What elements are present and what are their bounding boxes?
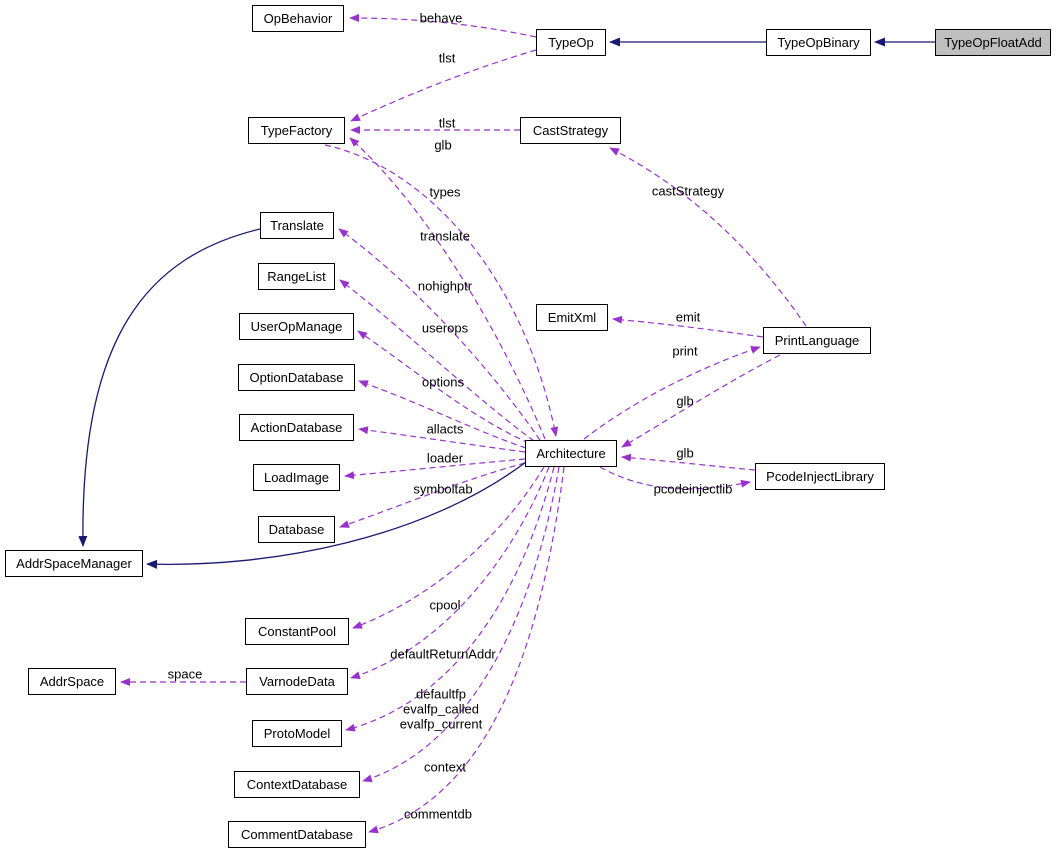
edge-cpool — [352, 466, 545, 629]
edge-label-allacts: allacts — [426, 421, 464, 437]
edge-caststrategy — [609, 147, 807, 327]
node-typefactory[interactable]: TypeFactory — [248, 117, 345, 144]
edge-symboltab — [339, 462, 526, 528]
edge-defaultfp — [345, 466, 555, 732]
edge-label-tlst-caststrategy: tlst — [438, 115, 456, 131]
edge-label-behave: behave — [419, 10, 463, 26]
edge-print — [583, 346, 761, 440]
edge-label-defaultreturnaddr: defaultReturnAddr — [390, 646, 496, 662]
edge-label-cpool: cpool — [429, 597, 461, 613]
edge-architecture-addrspacemanager — [146, 461, 527, 569]
edge-label-emit: emit — [675, 309, 701, 325]
node-typeop[interactable]: TypeOp — [536, 29, 606, 56]
edge-defaultreturnaddr — [350, 466, 550, 680]
node-commentdatabase[interactable]: CommentDatabase — [228, 821, 366, 848]
edge-label-userops: userops — [421, 320, 469, 336]
edge-translate — [338, 228, 541, 441]
edge-label-glb-printlanguage: glb — [676, 393, 694, 409]
node-protomodel[interactable]: ProtoModel — [252, 720, 342, 747]
edge-label-caststrategy: castStrategy — [651, 183, 725, 199]
edge-label-options: options — [422, 374, 464, 390]
edge-behave — [349, 14, 537, 38]
edge-label-context: context — [424, 759, 466, 775]
node-useropmanage[interactable]: UserOpManage — [239, 313, 354, 340]
edge-label-glb-pcodeinjectlibrary: glb — [676, 445, 694, 461]
edge-userops — [357, 330, 530, 444]
edge-label-space: space — [167, 666, 203, 682]
edge-label-symboltab: symboltab — [413, 481, 473, 497]
node-varnodedata[interactable]: VarnodeData — [246, 668, 348, 695]
edge-tlst-typeop — [350, 49, 537, 122]
node-database[interactable]: Database — [258, 516, 335, 543]
node-constantpool[interactable]: ConstantPool — [245, 618, 349, 645]
edge-label-print: print — [672, 343, 698, 359]
edge-glb-typefactory — [324, 144, 559, 437]
edge-translate-addrspacemanager — [78, 228, 261, 547]
node-typeopbinary[interactable]: TypeOpBinary — [766, 29, 871, 56]
edge-label-commentdb: commentdb — [404, 806, 472, 822]
edge-label-tlst-typeop: tlst — [438, 50, 456, 66]
edge-allacts — [358, 426, 526, 453]
node-opbehavior[interactable]: OpBehavior — [252, 5, 344, 32]
node-typeopfloatadd[interactable]: TypeOpFloatAdd — [935, 29, 1051, 56]
node-optiondatabase[interactable]: OptionDatabase — [238, 364, 355, 391]
node-actiondatabase[interactable]: ActionDatabase — [239, 414, 354, 441]
node-emitxml[interactable]: EmitXml — [536, 304, 608, 331]
edge-glb-printlanguage — [621, 354, 781, 448]
edge-label-loader: loader — [426, 450, 464, 466]
edge-label-nohighptr: nohighptr — [417, 278, 473, 294]
node-rangelist[interactable]: RangeList — [258, 263, 335, 290]
node-printlanguage[interactable]: PrintLanguage — [763, 327, 871, 354]
node-addrspace[interactable]: AddrSpace — [28, 668, 116, 695]
edge-label-pcodeinjectlib: pcodeinjectlib — [653, 481, 733, 497]
edge-emit — [612, 315, 764, 338]
edge-label-defaultfp: defaultfp evalfp_called evalfp_current — [399, 686, 483, 732]
edge-options — [358, 380, 527, 449]
node-translate[interactable]: Translate — [260, 212, 334, 239]
edge-context — [362, 466, 560, 783]
edge-label-types: types — [429, 184, 461, 200]
node-addrspacemanager[interactable]: AddrSpaceManager — [5, 550, 143, 577]
node-loadimage[interactable]: LoadImage — [253, 464, 340, 491]
node-contextdatabase[interactable]: ContextDatabase — [234, 771, 360, 798]
edge-nohighptr — [339, 279, 535, 442]
edge-glb-pcodeinjectlibrary — [621, 453, 756, 471]
node-pcodeinjectlibrary[interactable]: PcodeInjectLibrary — [755, 463, 885, 490]
edge-loader — [344, 458, 526, 480]
node-caststrategy[interactable]: CastStrategy — [520, 117, 621, 144]
edge-commentdb — [368, 466, 565, 834]
edge-label-translate: translate — [420, 228, 470, 244]
node-architecture[interactable]: Architecture — [525, 440, 617, 467]
edge-label-glb-typefactory: glb — [434, 137, 452, 153]
